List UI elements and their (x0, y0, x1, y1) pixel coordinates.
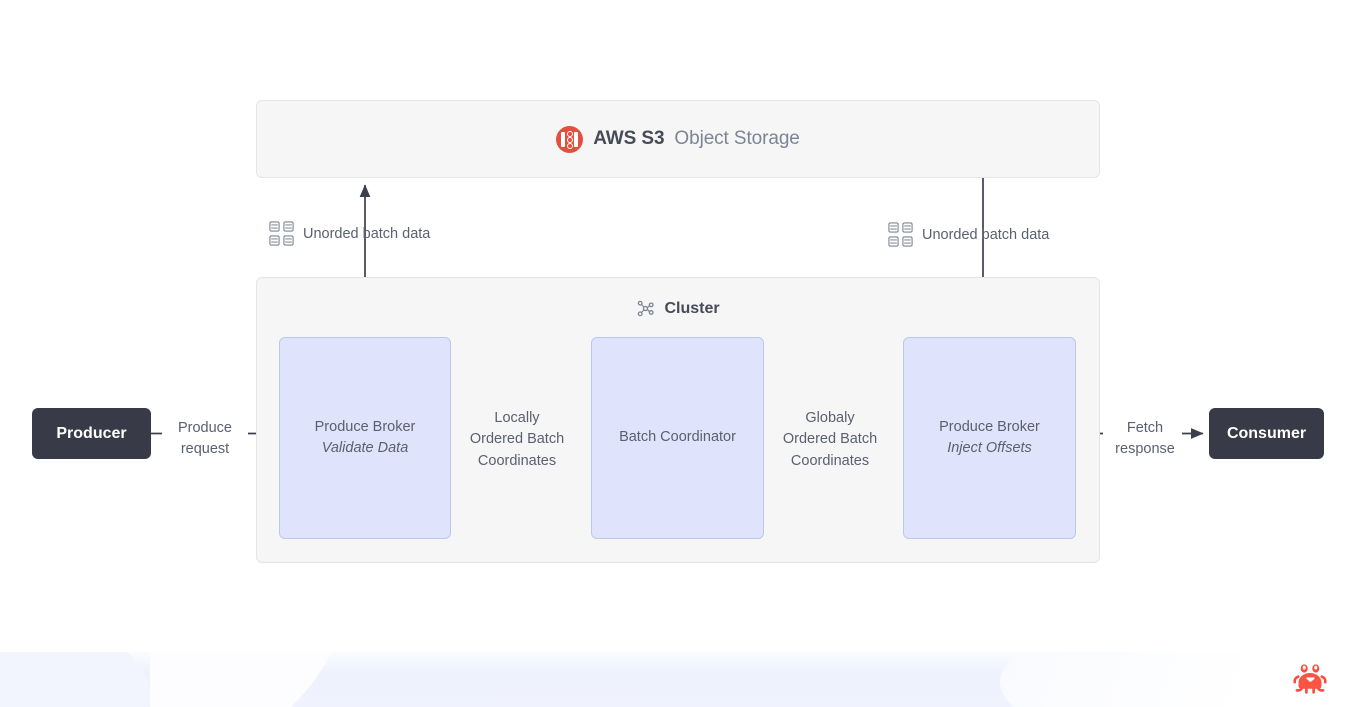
crab-logo (1293, 664, 1327, 694)
footer-shape-mid (150, 652, 350, 707)
footer-band (0, 652, 1368, 707)
edge-label-produce-request: Produce request (177, 420, 232, 458)
unordered-batch-right-text: Unorded batch data (922, 226, 1050, 243)
aws-s3-icon (556, 125, 584, 153)
unordered-batch-left: Unorded batch data (269, 221, 430, 246)
aws-s3-label: Object Storage (674, 128, 800, 149)
producer-label: Producer (56, 424, 127, 442)
node-subtitle: Validate Data (321, 440, 409, 456)
cluster-title-text: Cluster (664, 299, 720, 317)
unordered-batch-left-text: Unorded batch data (303, 225, 431, 242)
node-subtitle: Inject Offsets (947, 440, 1032, 456)
edge-label-fetch-response: Fetch response (1115, 420, 1175, 458)
aws-s3-brand: AWS S3 (593, 128, 665, 149)
aws-s3-panel: AWS S3 Object Storage (256, 100, 1100, 178)
unordered-batch-right: Unorded batch data (888, 222, 1049, 247)
footer-shape-left (0, 652, 150, 707)
consumer-label: Consumer (1226, 424, 1307, 442)
node-title: Batch Coordinator (619, 429, 736, 446)
edge-label-globaly-ordered: Globaly Ordered Batch Coordinates (782, 410, 878, 469)
database-stack-icon (888, 222, 913, 247)
node-produce-broker-inject[interactable]: Produce Broker Inject Offsets (903, 337, 1076, 539)
cluster-nodes-icon (638, 300, 655, 317)
node-produce-broker-validate[interactable]: Produce Broker Validate Data (279, 337, 451, 539)
edge-label-locally-ordered: Locally Ordered Batch Coordinates (469, 410, 565, 469)
node-batch-coordinator[interactable]: Batch Coordinator (591, 337, 764, 539)
producer-node[interactable]: Producer (32, 408, 151, 459)
node-title: Produce Broker (939, 418, 1040, 435)
aws-s3-title: AWS S3 Object Storage (556, 125, 800, 153)
database-stack-icon (269, 221, 294, 246)
consumer-node[interactable]: Consumer (1209, 408, 1324, 459)
cluster-title: Cluster (257, 299, 1099, 318)
node-title: Produce Broker (314, 418, 416, 435)
